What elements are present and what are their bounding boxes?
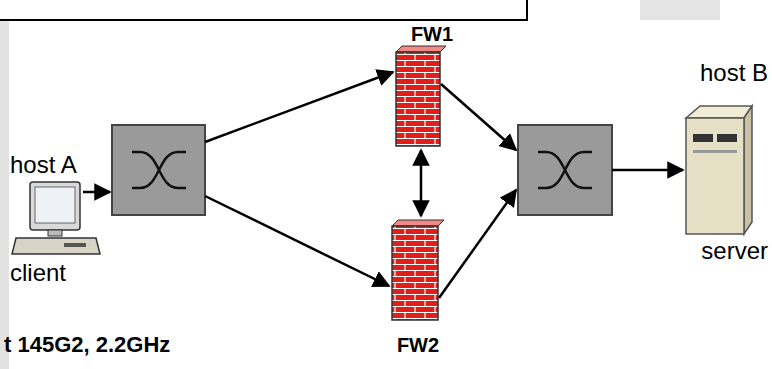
node-label: server <box>701 238 768 264</box>
node-label: host B <box>700 60 768 86</box>
firewall-icon <box>396 46 446 146</box>
node-label: FW2 <box>397 334 439 356</box>
network-node: FW2 <box>386 218 450 358</box>
firewall-icon <box>392 220 444 320</box>
node-label: client <box>10 260 66 286</box>
switch-icon <box>112 125 205 215</box>
node-label: FW1 <box>411 23 453 45</box>
top-band <box>640 0 720 20</box>
frame-line <box>0 0 527 20</box>
node-label: host A <box>10 152 77 178</box>
switch-icon <box>518 125 612 215</box>
note-text: t 145G2, 2.2GHz <box>4 333 170 357</box>
network-node: host A client <box>8 150 110 288</box>
sync-link <box>420 150 423 216</box>
flow-arrows <box>83 72 683 298</box>
server-icon <box>686 106 752 234</box>
network-node: host B server <box>672 58 770 266</box>
side-band <box>0 21 9 369</box>
network-node: FW1 <box>392 21 472 148</box>
